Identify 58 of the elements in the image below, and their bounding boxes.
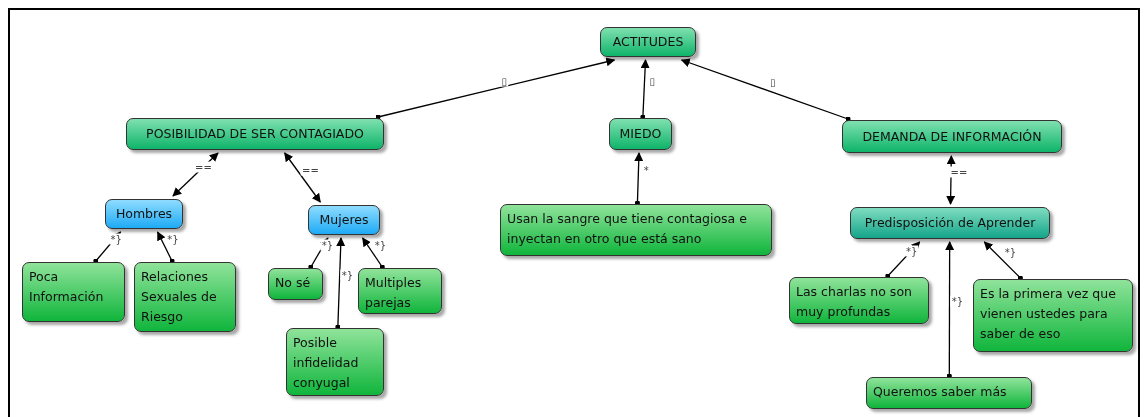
concept-text: POSIBILIDAD DE SER CONTAGIADO: [146, 125, 364, 143]
concept-box: [308, 205, 380, 235]
concept-text: No sé: [275, 274, 311, 292]
concept-box: [286, 328, 384, 396]
arrow: [93, 231, 122, 264]
concept-text: Multiples parejas: [365, 274, 423, 312]
arrow: [172, 152, 219, 197]
concept-box: [842, 120, 1062, 153]
concept-text: Poca Información: [29, 268, 105, 306]
edge-label: *}: [905, 245, 919, 257]
arrow: [634, 152, 644, 206]
concept-box: [789, 277, 929, 324]
arrow: [335, 237, 346, 330]
concept-box: [850, 207, 1050, 239]
concept-text: Relaciones Sexuales de Riesgo: [141, 268, 218, 326]
arrow: [375, 57, 616, 120]
concept-box: [600, 27, 696, 57]
concept-text: Mujeres: [319, 211, 369, 229]
concept-box: [358, 268, 442, 314]
edge-label: ▯: [648, 75, 656, 86]
edge-label: *}: [950, 295, 965, 307]
concept-box: [268, 268, 323, 300]
arrow: [885, 241, 921, 279]
concept-box: [609, 118, 672, 150]
concept-box: [134, 262, 236, 332]
edge-label: *}: [340, 269, 355, 280]
concept-text: DEMANDA DE INFORMACIÓN: [862, 127, 1042, 146]
arrow: [946, 155, 956, 205]
arrow: [284, 152, 321, 203]
arrow: [680, 58, 851, 122]
edge-label: ==: [949, 166, 969, 178]
concept-box: [105, 199, 183, 229]
concept-text: Queremos saber más: [873, 383, 1007, 401]
edge-label: ==: [194, 161, 213, 172]
concept-text: Posible infidelidad conyugal: [293, 334, 360, 392]
arrow: [362, 237, 385, 270]
edge-label: *}: [320, 239, 335, 250]
arrow: [157, 231, 175, 264]
edge-label: ▯: [500, 75, 508, 86]
edge-label: ▯: [769, 76, 777, 87]
concept-text: Predisposición de Aprender: [864, 214, 1036, 232]
concept-box: [126, 118, 384, 150]
edge-label: *}: [1003, 246, 1018, 258]
concept-box: [500, 204, 772, 256]
concept-text: MIEDO: [619, 125, 662, 143]
concept-text: Usan la sangre que tiene contagiosa e inyectan en otro que está sano: [507, 210, 748, 248]
arrow: [640, 59, 650, 120]
concept-text: Hombres: [115, 205, 173, 223]
concept-text: ACTITUDES: [612, 33, 684, 51]
edge-label: *}: [373, 239, 388, 250]
concept-text: Es la primera vez que vienen ustedes para saber de eso: [980, 285, 1117, 343]
arrow: [983, 241, 1023, 281]
edge-label: *}: [109, 233, 123, 244]
concept-box: [973, 279, 1133, 352]
concept-box: [22, 262, 125, 322]
concept-box: [866, 377, 1032, 409]
concept-text: Las charlas no son muy profundas: [796, 283, 913, 321]
edge-label: *}: [166, 233, 180, 244]
